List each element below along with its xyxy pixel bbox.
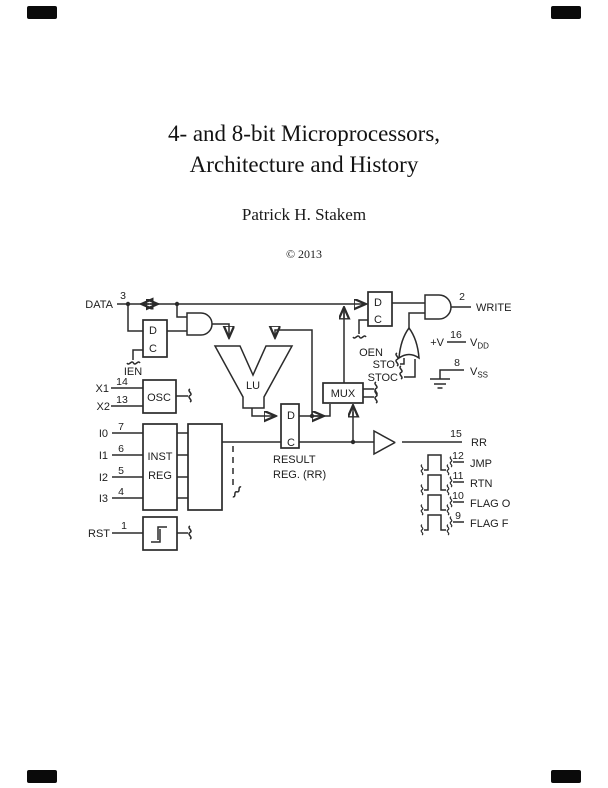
page-title: 4- and 8-bit Microprocessors, Architectu…	[0, 118, 608, 180]
vss-label: VSS	[470, 366, 488, 380]
write-label: WRITE	[476, 302, 511, 314]
rtn-pin: 11	[453, 470, 464, 482]
rtn-label: RTN	[470, 478, 492, 490]
i2-label: I2	[99, 472, 108, 484]
i0-pin: 7	[118, 421, 124, 433]
vdd-pin: 16	[450, 329, 462, 341]
rst-pin: 1	[121, 520, 127, 532]
or-gate-store	[398, 326, 420, 360]
logic-unit-funnel	[213, 345, 294, 409]
lu-label: LU	[246, 380, 260, 392]
osc-label: OSC	[147, 392, 171, 404]
plus-v-label: +V	[430, 337, 444, 349]
corner-mark-top-left	[27, 6, 57, 19]
ien-flipflop-box	[142, 319, 168, 358]
and-gate-input	[186, 312, 213, 336]
sto-label: STO	[373, 359, 396, 371]
schmitt-trigger-icon	[151, 526, 167, 543]
result-register-box	[280, 403, 300, 449]
i3-pin: 4	[118, 486, 124, 498]
i3-label: I3	[99, 493, 108, 505]
ien-ff-d: D	[149, 325, 157, 337]
rr-label: RR	[471, 437, 487, 449]
x1-label: X1	[96, 383, 109, 395]
oen-flipflop-box	[367, 291, 393, 327]
rst-schmitt-box	[142, 516, 178, 551]
data-pin: 3	[120, 290, 126, 302]
stoc-label: STOC	[368, 372, 398, 384]
x2-pin: 13	[116, 394, 128, 406]
output-buffer-triangle	[373, 429, 397, 456]
buffer-bubble	[395, 439, 402, 446]
i1-pin: 6	[118, 443, 124, 455]
oen-label: OEN	[359, 347, 383, 359]
title-line-2: Architecture and History	[189, 152, 419, 177]
copyright-notice: © 2013	[285, 247, 323, 261]
corner-mark-bottom-right	[551, 770, 581, 783]
rr-pin: 15	[450, 428, 462, 440]
rst-label: RST	[88, 528, 110, 540]
vss-pin: 8	[454, 357, 460, 369]
ien-ff-c: C	[149, 343, 157, 355]
title-line-1: 4- and 8-bit Microprocessors,	[167, 121, 441, 146]
i1-label: I1	[99, 450, 108, 462]
jmp-pin: 12	[452, 450, 464, 462]
vdd-label: VDD	[470, 337, 489, 351]
oen-ff-d: D	[374, 297, 382, 309]
result-reg-line2: REG. (RR)	[273, 469, 326, 481]
x2-label: X2	[97, 401, 110, 413]
mux-label: MUX	[331, 388, 356, 400]
decoder-box	[187, 423, 223, 511]
i0-label: I0	[99, 428, 108, 440]
data-label: DATA	[85, 299, 113, 311]
author-name: Patrick H. Stakem	[241, 205, 367, 224]
mux-box	[322, 382, 364, 404]
result-ff-d: D	[287, 410, 295, 422]
result-ff-c: C	[287, 437, 295, 449]
flag-f-label: FLAG F	[470, 518, 509, 530]
flag-o-label: FLAG O	[470, 498, 511, 510]
oen-ff-c: C	[374, 314, 382, 326]
wiring	[111, 302, 471, 540]
jmp-label: JMP	[470, 458, 492, 470]
x1-pin: 14	[116, 376, 128, 388]
pulse-symbols	[420, 454, 464, 536]
i2-pin: 5	[118, 465, 124, 477]
result-reg-line1: RESULT	[273, 454, 316, 466]
inst-reg-line2: REG	[148, 470, 172, 482]
ien-label: IEN	[124, 366, 142, 378]
corner-mark-top-right	[551, 6, 581, 19]
flag-f-pin: 9	[455, 510, 461, 522]
osc-box	[142, 379, 177, 414]
corner-mark-bottom-left	[27, 770, 57, 783]
and-gate-write	[424, 294, 452, 320]
inst-reg-box	[142, 423, 178, 511]
write-pin: 2	[459, 291, 465, 303]
inst-reg-line1: INST	[147, 451, 172, 463]
flag-o-pin: 10	[452, 490, 464, 502]
